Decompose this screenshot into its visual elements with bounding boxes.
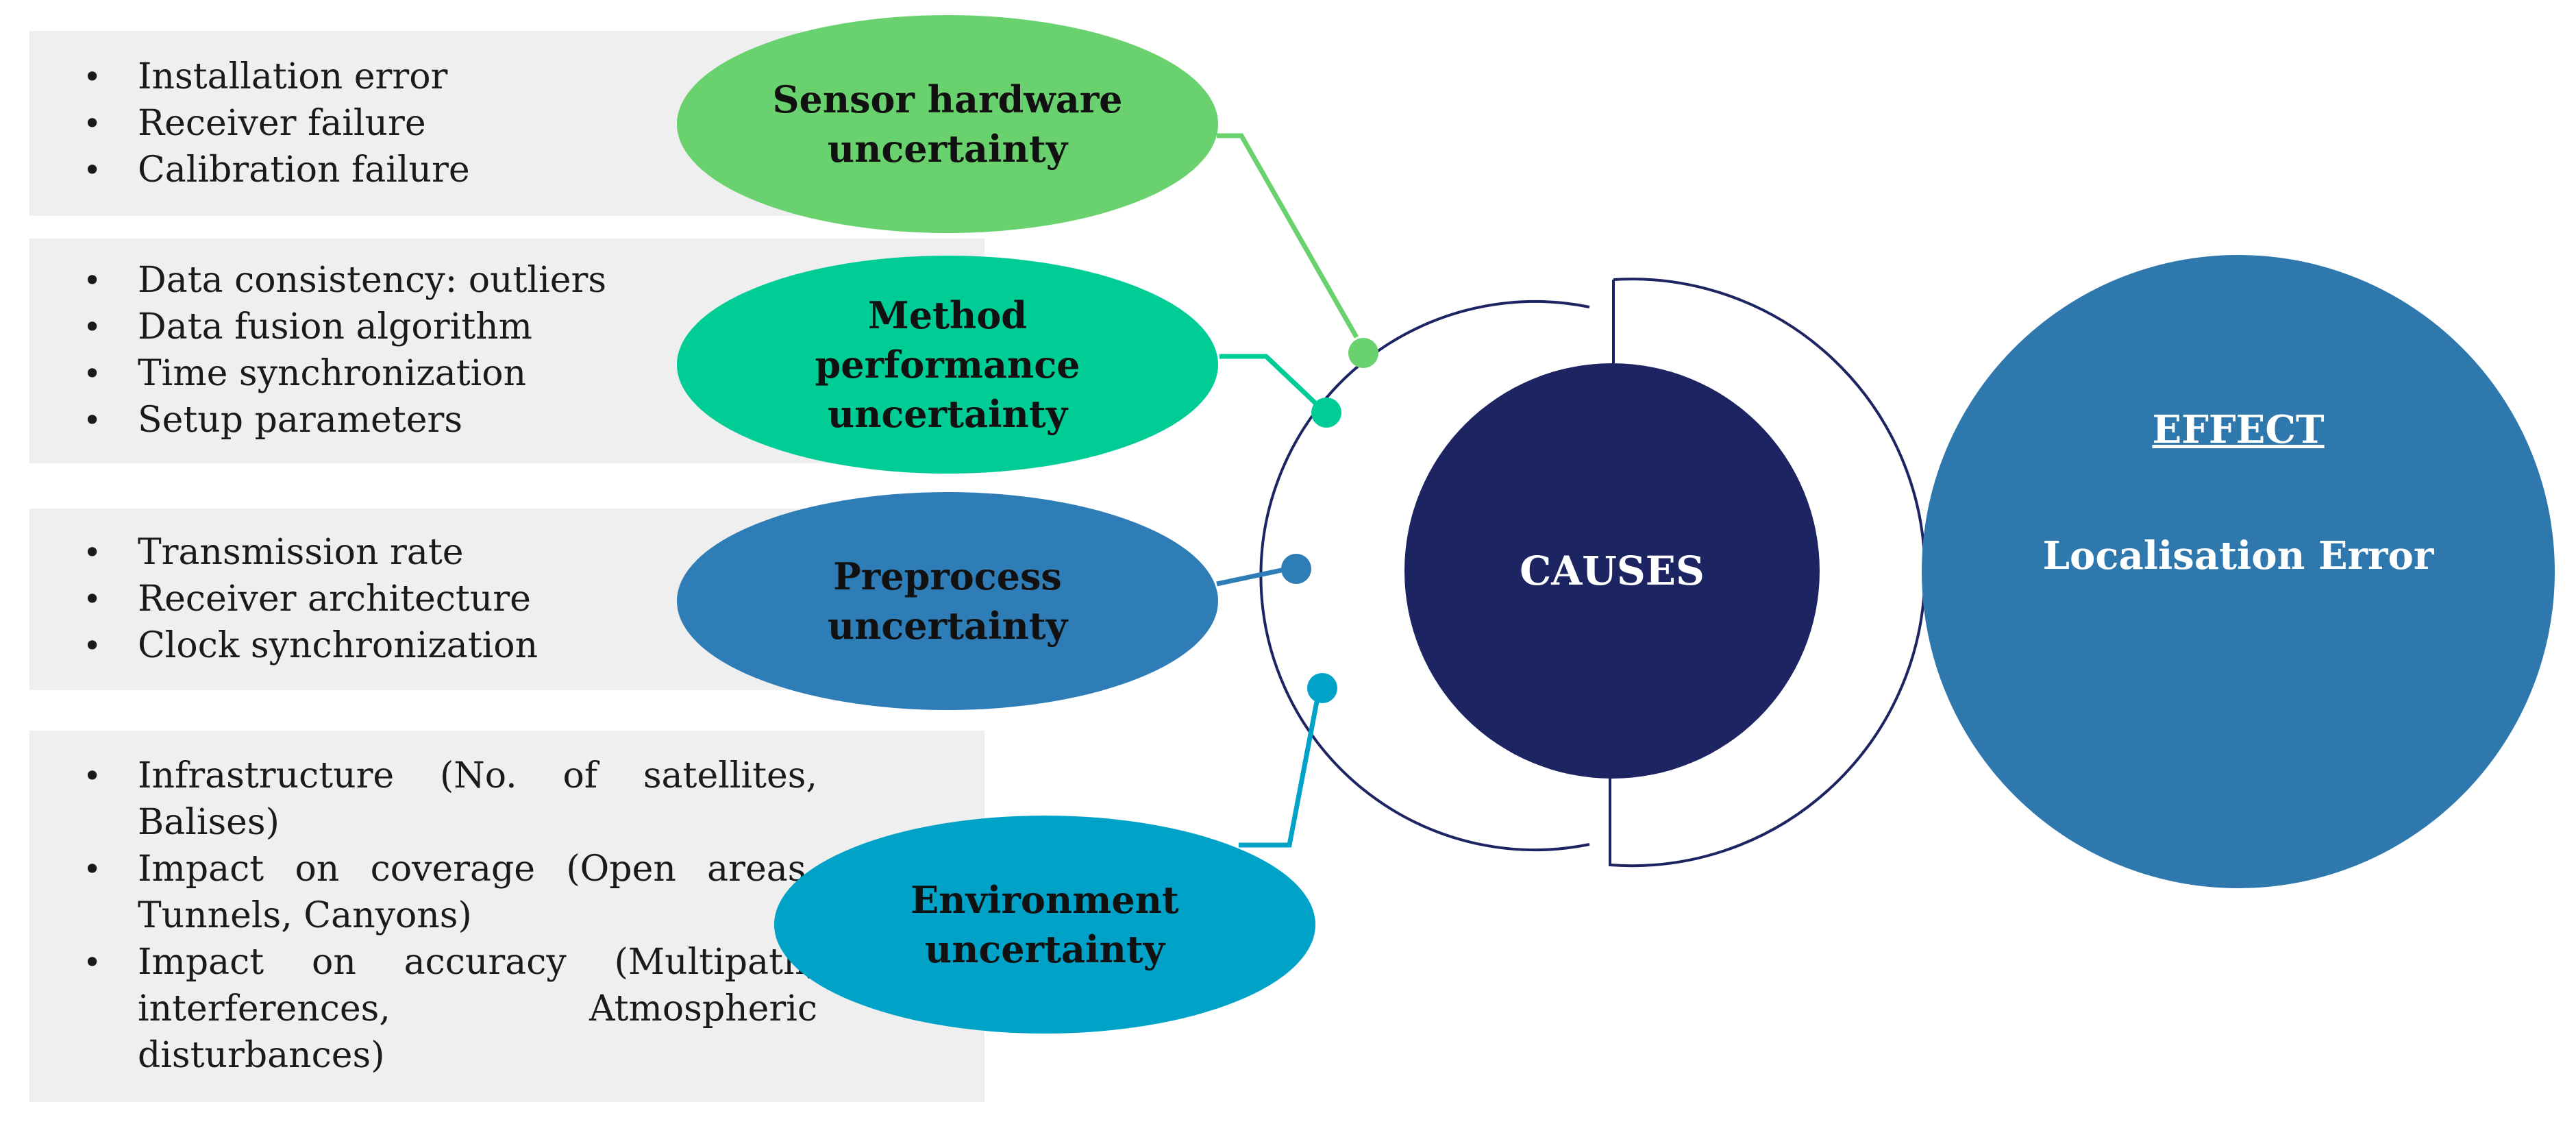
list-item: Infrastructure (No. of satellites, Balis… [29, 753, 817, 846]
causes-label: CAUSES [1520, 548, 1705, 594]
dot-sensor [1348, 338, 1378, 368]
ellipse-label-line: performance [815, 343, 1080, 387]
connector-preprocess [1216, 566, 1289, 587]
connector-method [1219, 354, 1319, 406]
ellipse-label-line: uncertainty [924, 927, 1165, 971]
list-item: Time synchronization [29, 350, 984, 397]
list-item-line: disturbances) [138, 1035, 385, 1076]
effect-subtitle: Localisation Error [2042, 533, 2434, 578]
method-performance-list: Data consistency: outliers Data fusion a… [29, 239, 984, 443]
list-item: Transmission rate [29, 529, 984, 576]
ellipse-label-line: Method [867, 293, 1028, 337]
ellipse-label-line: Preprocess [833, 554, 1062, 598]
list-item-line: Infrastructure (No. of satellites, [138, 755, 817, 796]
connector-sensor [1217, 133, 1359, 339]
sensor-hardware-ellipse: Sensor hardware uncertainty [677, 15, 1218, 233]
preprocess-list: Transmission rate Receiver architecture … [29, 509, 984, 669]
list-item: Clock synchronization [29, 622, 984, 669]
list-item: Data consistency: outliers [29, 257, 984, 304]
method-performance-ellipse: Method performance uncertainty [677, 256, 1218, 474]
list-item: Receiver architecture [29, 576, 984, 622]
list-item: Impact on accuracy (Multipath, interfere… [29, 939, 817, 1079]
effect-circle: EFFECT Localisation Error [1922, 255, 2555, 888]
list-item-line: Tunnels, Canyons) [138, 895, 472, 936]
ellipse-label-line: uncertainty [827, 392, 1068, 436]
list-item: Setup parameters [29, 397, 984, 443]
ellipse-label-line: Sensor hardware [772, 77, 1123, 121]
dot-method [1311, 398, 1341, 428]
effect-title: EFFECT [2152, 407, 2325, 452]
list-item: Impact on coverage (Open areas, Tunnels,… [29, 846, 817, 939]
preprocess-ellipse: Preprocess uncertainty [677, 492, 1218, 710]
list-item-line: interferences, Atmospheric [138, 988, 817, 1029]
environment-ellipse: Environment uncertainty [774, 816, 1315, 1034]
list-item: Receiver failure [29, 100, 984, 147]
list-item-line: Impact on coverage (Open areas, [138, 848, 817, 890]
list-item: Data fusion algorithm [29, 304, 984, 350]
connector-environment [1239, 690, 1322, 848]
list-item-line: Impact on accuracy (Multipath, [138, 942, 817, 983]
dot-environment [1307, 673, 1337, 703]
ellipse-label-line: Environment [911, 878, 1179, 922]
sensor-hardware-list: Installation error Receiver failure Cali… [29, 31, 984, 193]
dot-preprocess [1281, 554, 1311, 584]
ellipse-label-line: uncertainty [827, 127, 1068, 171]
list-item: Installation error [29, 53, 984, 100]
list-item-line: Balises) [138, 802, 280, 843]
causes-circle: CAUSES [1404, 363, 1820, 779]
environment-list: Infrastructure (No. of satellites, Balis… [29, 731, 817, 1079]
ellipse-label-line: uncertainty [827, 604, 1068, 648]
list-item: Calibration failure [29, 147, 984, 193]
